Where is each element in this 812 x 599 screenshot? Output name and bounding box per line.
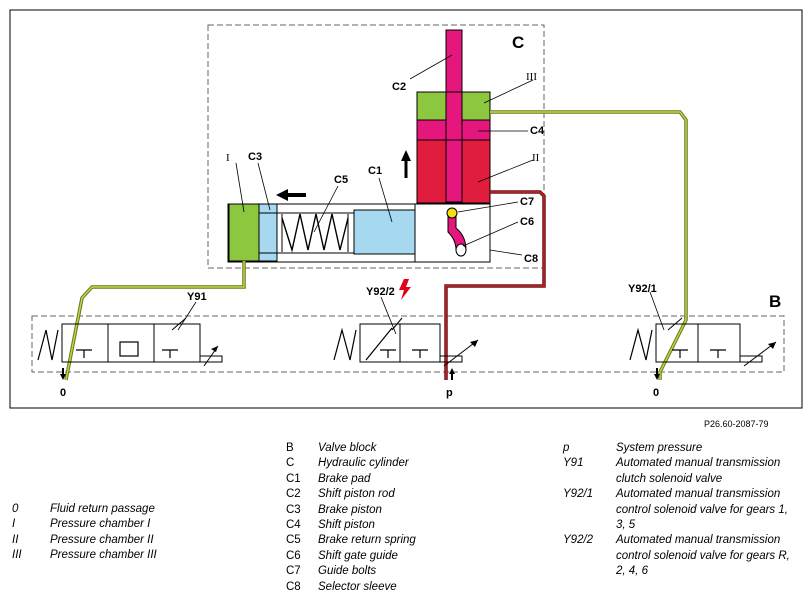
figure-reference: P26.60-2087-79 [704, 419, 769, 429]
leader-lines [177, 54, 665, 335]
legend-key: C3 [286, 503, 301, 516]
legend-entry: C7 Guide bolts [286, 564, 416, 579]
legend-description: Shift gate guide [318, 549, 398, 562]
return-arrow-right [654, 368, 660, 380]
legend-entry: III Pressure chamber III [12, 548, 157, 563]
legend-key: C6 [286, 549, 301, 562]
label-c5: C5 [334, 174, 348, 186]
label-b: B [769, 292, 781, 311]
label-c4: C4 [530, 125, 545, 137]
legend-key: C7 [286, 565, 301, 578]
legend-key: II [12, 533, 19, 546]
legend-entry: p System pressure [563, 441, 790, 456]
hydraulic-schematic: C B C2 C3 C1 C5 C4 C7 C6 C8 I II III Y91… [9, 9, 803, 409]
legend-description: Brake return spring [318, 534, 416, 547]
legend-key: 0 [12, 503, 19, 515]
label-chamber-ii: II [532, 152, 540, 164]
legend-entry: C3 Brake piston [286, 503, 416, 518]
label-chamber-iii: III [526, 71, 537, 83]
legend-description: Hydraulic cylinder [318, 457, 409, 470]
label-c3: C3 [248, 151, 262, 163]
label-c1: C1 [368, 165, 382, 177]
legend-description: Valve block [318, 442, 377, 454]
legend-entry: II Pressure chamber II [12, 533, 157, 548]
legend-description: Brake pad [318, 472, 371, 485]
label-c6: C6 [520, 216, 534, 228]
valve-block-dashed [31, 315, 785, 373]
legend-key: C4 [286, 519, 301, 532]
label-c7: C7 [520, 196, 534, 208]
label-return-right: 0 [653, 387, 659, 399]
legend-key: C1 [286, 472, 301, 485]
legend-key: I [12, 518, 16, 531]
legend-description: Pressure chamber I [50, 518, 151, 531]
label-c: C [512, 33, 524, 52]
legend-key: p [563, 442, 570, 454]
brake-pad [353, 209, 416, 255]
legend-description: Fluid return passage [50, 503, 155, 515]
legend-description: Guide bolts [318, 565, 377, 578]
legend-entry: I Pressure chamber I [12, 517, 157, 532]
legend-entry: C8 Selector sleeve [286, 580, 416, 595]
label-c8: C8 [524, 253, 538, 265]
cylinder-housing-dashed [207, 24, 545, 269]
legend-entry: C Hydraulic cylinder [286, 456, 416, 471]
legend-key: B [286, 442, 294, 454]
label-c2: C2 [392, 81, 406, 93]
legend-entry: B Valve block [286, 441, 416, 456]
brake-piston [258, 203, 278, 262]
legend-description: Brake piston [318, 503, 382, 516]
legend-description: Pressure chamber III [50, 549, 157, 562]
shift-piston-arrow [401, 150, 411, 178]
legend-description: Pressure chamber II [50, 533, 154, 546]
legend-description: Shift piston rod [318, 488, 395, 501]
legend-description: System pressure [616, 442, 703, 454]
label-pressure: p [446, 387, 453, 399]
legend-description: Shift piston [318, 519, 375, 532]
legend-key: Y92/2 [563, 534, 594, 547]
pressure-chamber-i [228, 203, 260, 262]
label-return-left: 0 [60, 387, 66, 399]
legend-entry: C1 Brake pad [286, 472, 416, 487]
label-y92-1: Y92/1 [628, 283, 657, 295]
solenoid-valve-y92-1 [629, 317, 777, 367]
legend-entry: C4 Shift piston [286, 518, 416, 533]
solenoid-valve-y91 [37, 317, 223, 367]
return-arrow-left [60, 368, 66, 380]
legend-key: III [12, 549, 22, 562]
label-chamber-i: I [226, 152, 230, 164]
brake-return-spring [281, 213, 349, 253]
legend-entry: 0 Fluid return passage [12, 502, 157, 517]
solenoid-valve-y92-2 [333, 317, 479, 367]
guide-bolt [446, 207, 458, 219]
label-y92-2: Y92/2 [366, 286, 395, 298]
brake-piston-arrow [276, 189, 306, 201]
legend-description: Selector sleeve [318, 580, 397, 593]
legend-key: Y92/1 [563, 488, 594, 501]
actuation-lightning-icon [399, 279, 411, 300]
legend-key: C2 [286, 488, 301, 501]
legend-key: C5 [286, 534, 301, 547]
label-y91: Y91 [187, 291, 207, 303]
legend-entry: C2 Shift piston rod [286, 487, 416, 502]
legend-key: Y91 [563, 457, 584, 470]
legend-entry: C6 Shift gate guide [286, 549, 416, 564]
pressure-arrow [449, 368, 455, 380]
legend-entry: C5 Brake return spring [286, 533, 416, 548]
shift-piston-rod [445, 29, 463, 203]
legend-key: C8 [286, 580, 301, 593]
legend-key: C [286, 457, 295, 470]
